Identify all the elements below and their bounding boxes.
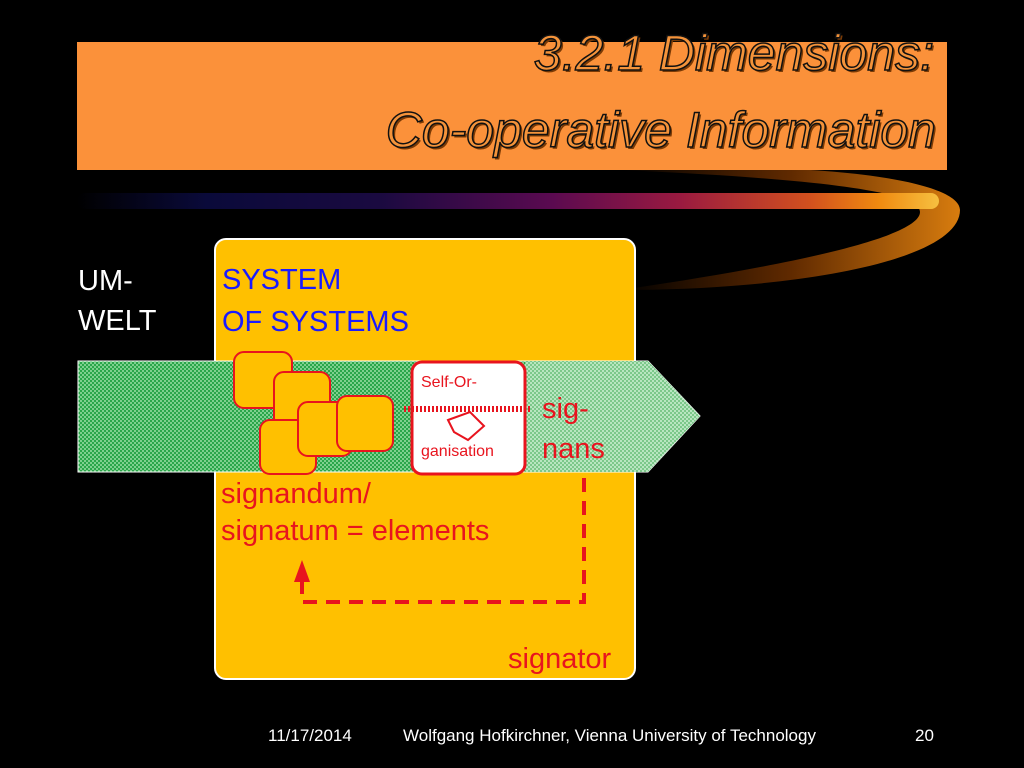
decorative-swoosh bbox=[620, 167, 960, 290]
page-number: 20 bbox=[915, 726, 934, 745]
slide-title-line-1: 3.2.1 Dimensions: bbox=[533, 25, 935, 81]
hook-shape bbox=[446, 410, 486, 442]
signandum-label-1: signandum/ bbox=[221, 478, 371, 510]
signans-label-2: nans bbox=[542, 433, 605, 465]
element-squares bbox=[233, 351, 394, 475]
slide-title-line-2: Co-operative Information bbox=[385, 102, 937, 158]
signator-label: signator bbox=[508, 643, 612, 675]
system-label-2: OF SYSTEMS bbox=[222, 306, 409, 338]
gradient-divider bbox=[77, 193, 939, 209]
feedback-arrow-head bbox=[294, 560, 310, 582]
umwelt-label-2: WELT bbox=[78, 305, 157, 337]
footer-author: Wolfgang Hofkirchner, Vienna University … bbox=[403, 726, 816, 745]
signans-label-1: sig- bbox=[542, 393, 589, 425]
self-organisation-box bbox=[410, 360, 527, 476]
title-bar bbox=[77, 42, 947, 170]
footer-date: 11/17/2014 bbox=[268, 726, 352, 745]
element-square bbox=[336, 395, 394, 452]
signal-band-tip bbox=[525, 361, 700, 472]
feedback-loop bbox=[300, 478, 586, 604]
umwelt-label-1: UM- bbox=[78, 265, 133, 297]
self-org-label-2: ganisation bbox=[421, 443, 494, 460]
system-label-1: SYSTEM bbox=[222, 264, 342, 296]
self-org-label-1: Self-Or- bbox=[421, 374, 477, 391]
signandum-label-2: signatum = elements bbox=[221, 515, 490, 547]
